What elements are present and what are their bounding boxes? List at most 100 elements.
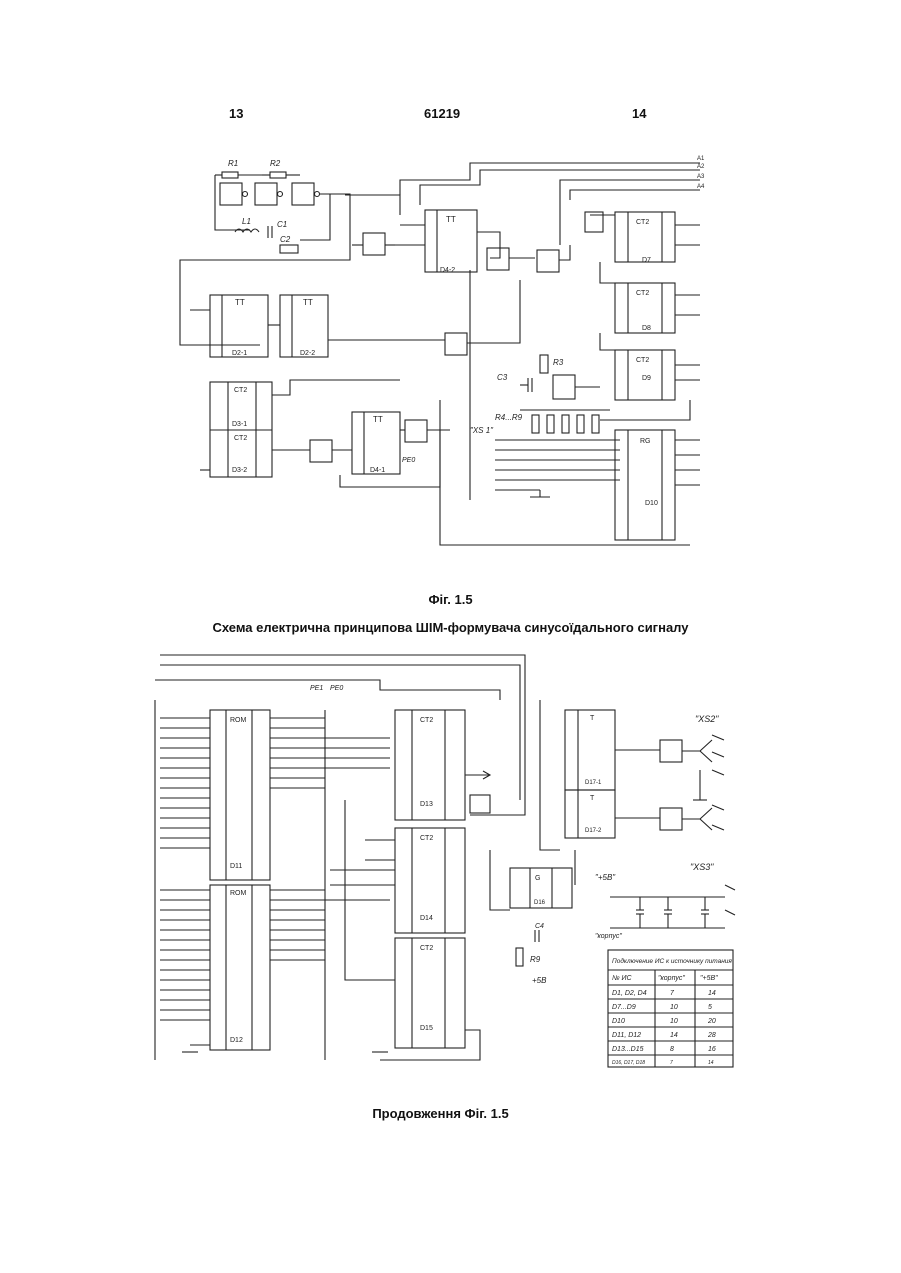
schematic-1: A1 A2 A3 A4 R1 R2 L1 C1 C2 TT D4-2 bbox=[180, 156, 705, 545]
chip-d12-ref: D12 bbox=[230, 1037, 243, 1044]
chip-d11 bbox=[210, 710, 270, 880]
chip-d10-body: RG bbox=[640, 438, 651, 445]
gate-d5-1 bbox=[487, 248, 509, 270]
power-table-cell: D11, D12 bbox=[612, 1032, 641, 1039]
bus-label-a4: A4 bbox=[697, 184, 705, 190]
chip-d2-2-ref: D2-2 bbox=[300, 350, 315, 357]
figure-1-caption: Фіг. 1.5 bbox=[0, 592, 901, 607]
chip-d7-body: CT2 bbox=[636, 219, 649, 226]
chip-d3-1-ref: D3-1 bbox=[232, 421, 247, 428]
chip-d9-ref: D9 bbox=[642, 375, 651, 382]
rom-address-lines bbox=[160, 718, 210, 1020]
label-xs2: "XS2" bbox=[695, 714, 719, 724]
power-table-cell: 14 bbox=[670, 1032, 678, 1039]
chip-d11-body: ROM bbox=[230, 717, 247, 724]
gate-d4-3 bbox=[405, 420, 427, 442]
chip-d17-2-body: T bbox=[590, 795, 595, 802]
resistor-r1 bbox=[222, 172, 238, 178]
gate-d5-2 bbox=[445, 333, 467, 355]
chip-d12 bbox=[210, 885, 270, 1050]
gate-d18-1 bbox=[660, 740, 682, 762]
chip-d9-body: CT2 bbox=[636, 357, 649, 364]
label-c2: C2 bbox=[280, 235, 291, 244]
chip-d13-ref: D13 bbox=[420, 801, 433, 808]
label-pe0: PE0 bbox=[402, 457, 415, 464]
label-plus5v: "+5B" bbox=[595, 873, 616, 882]
figure-2-caption: Продовження Фіг. 1.5 bbox=[0, 1106, 891, 1121]
resistor-r2 bbox=[270, 172, 286, 178]
power-table-cell: 10 bbox=[670, 1004, 678, 1011]
gate-d1-2 bbox=[255, 183, 277, 205]
label-r1: R1 bbox=[228, 159, 238, 168]
label-c1: C1 bbox=[277, 220, 287, 229]
power-table-header-ic: № ИС bbox=[612, 975, 633, 982]
power-table-cell: 7 bbox=[670, 990, 675, 997]
power-table-cell: D1, D2, D4 bbox=[612, 990, 647, 997]
chip-d8-body: CT2 bbox=[636, 290, 649, 297]
gate-d6-1 bbox=[363, 233, 385, 255]
chip-d17-1-ref: D17-1 bbox=[585, 780, 602, 786]
power-table-cell: 14 bbox=[708, 990, 716, 997]
gate-d1-1 bbox=[220, 183, 242, 205]
chip-d4-1-ref: D4-1 bbox=[370, 467, 385, 474]
power-table-cell: D7...D9 bbox=[612, 1004, 636, 1011]
power-table-title: Подключение ИС к источнику питания bbox=[612, 957, 732, 965]
chip-d2-1-body: TT bbox=[235, 298, 245, 307]
chip-d17-1 bbox=[565, 710, 615, 790]
power-table-header-supply: "+5B" bbox=[700, 975, 718, 982]
figure-1-title: Схема електрична принципова ШІМ-формувач… bbox=[0, 620, 901, 635]
gate-d1-3 bbox=[292, 183, 314, 205]
chip-d17-2-ref: D17-2 bbox=[585, 828, 602, 834]
power-table-header-ground: "корпус" bbox=[658, 975, 685, 982]
label-r9: R9 bbox=[530, 955, 541, 964]
label-r3: R3 bbox=[553, 358, 564, 367]
gate-d11 bbox=[553, 375, 575, 399]
chip-d2-1-ref: D2-1 bbox=[232, 350, 247, 357]
power-table-cell: D13...D15 bbox=[612, 1046, 644, 1053]
power-table-cell: 20 bbox=[707, 1018, 716, 1025]
gate-d6-2 bbox=[470, 795, 490, 813]
chip-d4-1-body: TT bbox=[373, 415, 383, 424]
label-xs1: "XS 1" bbox=[470, 426, 494, 435]
bus-label-a1: A1 bbox=[697, 156, 705, 162]
chip-d3-2-ref: D3-2 bbox=[232, 467, 247, 474]
gate-d1-8 bbox=[310, 440, 332, 462]
power-table-cell: D10 bbox=[612, 1018, 625, 1025]
chip-d7-ref: D7 bbox=[642, 257, 651, 264]
label-l1: L1 bbox=[242, 217, 251, 226]
label-xs3: "XS3" bbox=[690, 862, 714, 872]
label-pe0: PE0 bbox=[330, 685, 343, 692]
gate-d4-4 bbox=[537, 250, 559, 272]
bus-label-a3: A3 bbox=[697, 174, 705, 180]
chip-d3-1-body: CT2 bbox=[234, 387, 247, 394]
chip-d17-1-body: T bbox=[590, 715, 595, 722]
chip-d10 bbox=[615, 430, 675, 540]
power-table: Подключение ИС к источнику питания № ИС … bbox=[608, 950, 733, 1067]
chip-d15-ref: D15 bbox=[420, 1025, 433, 1032]
power-table-cell: 7 bbox=[670, 1060, 673, 1066]
power-table-cell: 8 bbox=[670, 1046, 674, 1053]
chip-d2-2-body: TT bbox=[303, 298, 313, 307]
chip-d10-ref: D10 bbox=[645, 500, 658, 507]
label-plus5b: +5B bbox=[532, 976, 547, 985]
chip-d15-body: CT2 bbox=[420, 945, 433, 952]
power-table-cell: 5 bbox=[708, 1004, 712, 1011]
chip-d8-ref: D8 bbox=[642, 325, 651, 332]
power-table-cell: 16 bbox=[708, 1046, 716, 1053]
label-pe1: PE1 bbox=[310, 685, 323, 692]
connector-xs1 bbox=[495, 440, 620, 497]
power-table-cell: 14 bbox=[708, 1060, 714, 1066]
power-table-cell: D16, D17, D18 bbox=[612, 1060, 645, 1066]
chip-d4-2-ref: D4-2 bbox=[440, 267, 455, 274]
chip-d14-ref: D14 bbox=[420, 915, 433, 922]
chip-d13-body: CT2 bbox=[420, 717, 433, 724]
label-r4-r9: R4...R9 bbox=[495, 413, 523, 422]
chip-d4-2-body: TT bbox=[446, 215, 456, 224]
label-c4: C4 bbox=[535, 923, 544, 930]
chip-d11-ref: D11 bbox=[230, 863, 242, 870]
chip-d3-2-body: CT2 bbox=[234, 435, 247, 442]
chip-d12-body: ROM bbox=[230, 890, 247, 897]
chip-d16-ref: D16 bbox=[534, 900, 546, 906]
chip-d16-body: G bbox=[535, 875, 540, 882]
